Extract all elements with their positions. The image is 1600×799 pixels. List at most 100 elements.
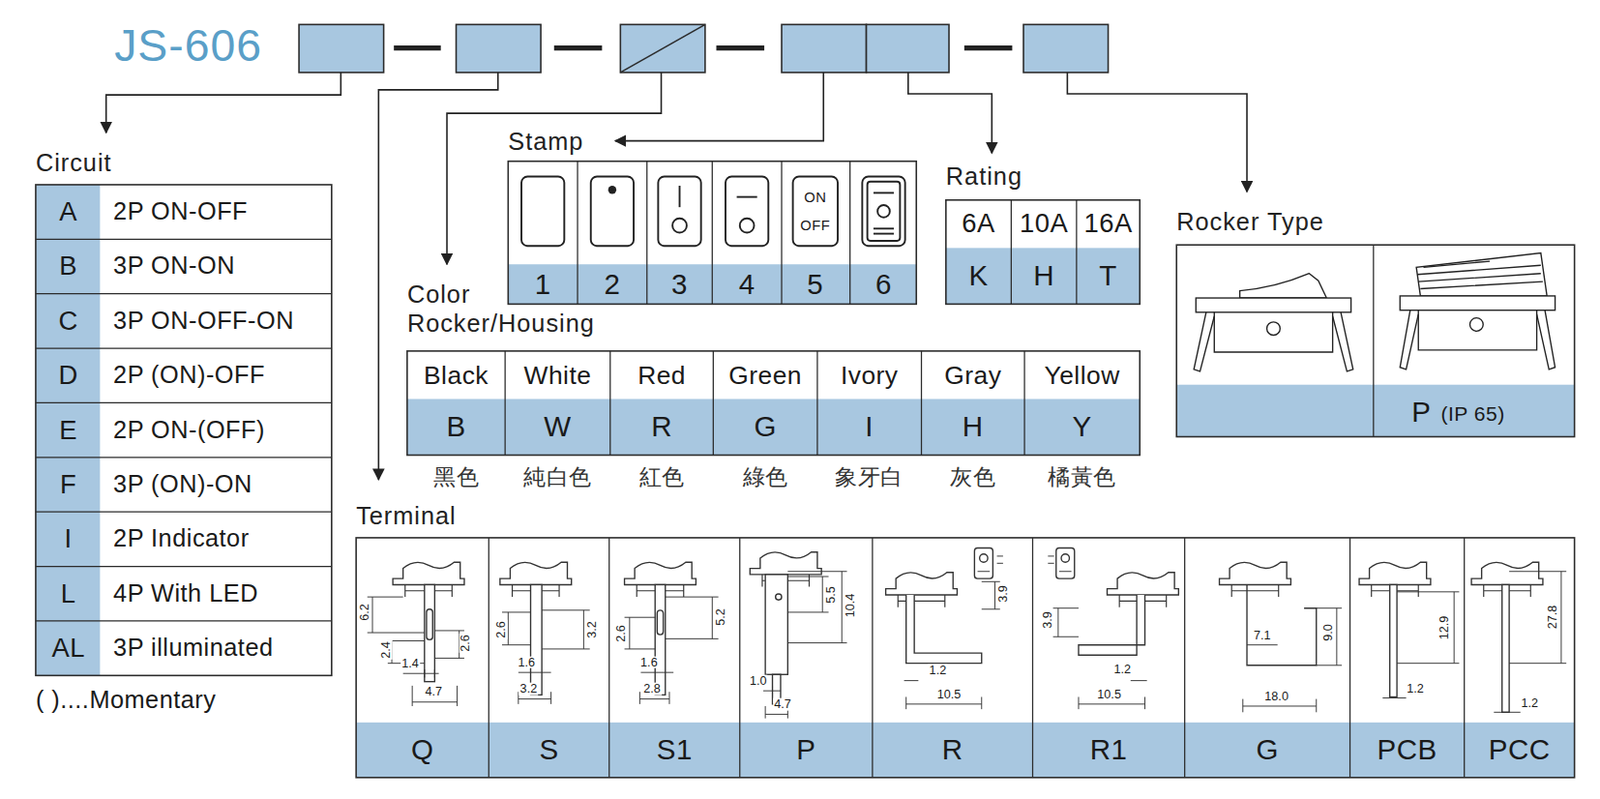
terminal-table [355,537,1574,778]
dimension: 2.4 [379,640,392,660]
dimension: 9.0 [1322,622,1335,643]
code-letter: A [59,196,78,228]
code-letter: D [59,359,79,391]
dimension: 10.4 [843,592,857,619]
table-cell: 4P With LED [113,579,259,608]
code-letter: 5 [806,267,824,301]
code-letter: G [1255,733,1278,767]
code-letter: P [1411,395,1431,429]
table-cell: Red [637,360,686,390]
stamp-table [507,161,917,305]
table-cell: 2P (ON)-OFF [113,361,266,390]
table-cell: Black [423,360,489,390]
table-cell: 6A [961,207,996,239]
chinese-name: 紅色 [639,463,685,490]
table-heading: Rating [946,161,1023,191]
code-letter: P [796,733,816,767]
table-heading: Stamp [507,126,584,156]
code-letter: PCB [1377,733,1438,767]
table-heading: Terminal [355,501,457,531]
dimension: 1.0 [748,674,769,687]
note: ( )....Momentary [35,685,217,714]
code-letter: 4 [739,267,756,301]
dimension: 3.9 [997,584,1010,604]
code-letter: S [538,733,559,767]
dimension: 5.2 [713,607,727,627]
table-heading: Circuit [35,148,113,178]
table-cell: Ivory [840,360,899,390]
circuit-table [35,184,332,676]
table-cell: 3P ON-ON [113,252,236,281]
code-letter: E [59,414,78,446]
dimension: 2.6 [615,623,628,644]
dimension: 4.7 [772,698,793,712]
table-cell: 10A [1019,207,1068,239]
dimension: 18.0 [1263,690,1290,704]
code-letter: 1 [534,267,552,301]
table-cell: 3P (ON)-ON [113,470,253,499]
code-letter: H [962,410,984,444]
dimension: 4.7 [424,685,445,699]
rating-table [946,200,1140,305]
table-cell: 16A [1083,207,1132,239]
dimension: 5.5 [824,585,837,605]
dimension: 3.2 [585,620,598,640]
chinese-name: 黑色 [433,463,479,490]
dimension: 3.9 [1041,611,1055,631]
dimension: 1.2 [928,664,949,678]
code-letter: I [864,410,874,444]
chinese-name: 橘黃色 [1047,463,1117,490]
option-table: Stamp [507,126,917,305]
part-number-title: JS-606 [114,23,263,68]
code-letter: I [64,524,73,556]
code-letter: L [60,578,77,610]
code-letter: Y [1072,410,1093,444]
color-table [407,351,1140,456]
chinese-name: 綠色 [742,463,789,490]
table-cell: 3P illuminated [113,634,273,663]
dimension: 2.6 [495,620,508,640]
table-cell: White [524,360,593,390]
dimension: 10.5 [936,688,963,702]
dimension: 3.2 [519,682,539,696]
table-cell: 2P ON-OFF [113,198,248,227]
table-cell: Gray [944,360,1002,390]
dimension: 27.8 [1546,604,1560,631]
dimension: 12.9 [1437,614,1451,641]
code-letter: W [543,410,571,444]
table-cell: Green [728,360,802,390]
dimension: 1.2 [1519,696,1540,710]
code-letter: T [1098,259,1118,293]
dimension: 1.6 [639,655,659,669]
code-letter: H [1033,259,1055,293]
code-letter: R [942,733,964,767]
dimension: 2.6 [459,633,473,653]
dashes [393,45,1012,51]
stamp-text: ON [803,188,827,206]
code-letter: 2 [603,267,621,301]
code-letter: B [445,410,466,444]
code-letter: R1 [1090,733,1128,767]
code-letter: PCC [1488,733,1551,767]
code-letter: S1 [656,733,693,767]
chinese-name: 灰色 [949,463,996,490]
code-letter: G [753,410,776,444]
dimension: 7.1 [1252,629,1273,643]
code-letter: 6 [875,267,892,301]
table-heading: Rocker Type [1176,207,1325,237]
chinese-name: 純白色 [523,463,593,490]
code-letter: F [59,469,77,501]
table-cell: 2P ON-(OFF) [113,415,266,445]
code-boxes [298,24,1108,73]
code-letter: C [59,305,79,337]
code-letter: B [59,251,78,283]
code-letter: K [969,259,989,293]
dimension: 10.5 [1096,688,1123,702]
code-letter: Q [411,733,434,767]
dimension: 1.2 [1405,682,1425,696]
code-letter: 3 [671,267,688,301]
table-cell: (IP 65) [1440,402,1505,426]
table-cell: Yellow [1044,360,1121,390]
dimension: 1.6 [517,655,537,669]
